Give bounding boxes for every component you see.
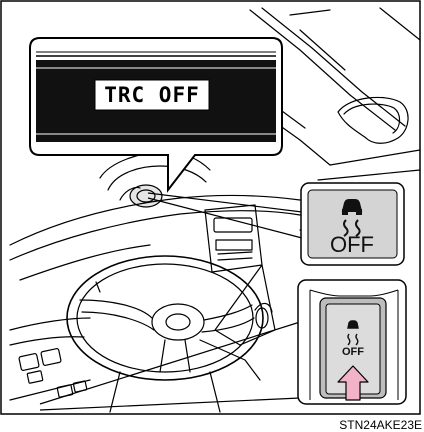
switch-closeup-callout: OFF xyxy=(148,183,404,265)
switch-panel-callout: OFF xyxy=(40,280,406,410)
switch-panel-off-label: OFF xyxy=(342,346,364,358)
switch-closeup-off-label: OFF xyxy=(330,232,374,257)
trc-off-indicator-text: TRC OFF xyxy=(104,83,200,107)
meter-indicator-callout: TRC OFF xyxy=(30,38,282,190)
figure-id: STN24AKE23E xyxy=(339,418,422,432)
